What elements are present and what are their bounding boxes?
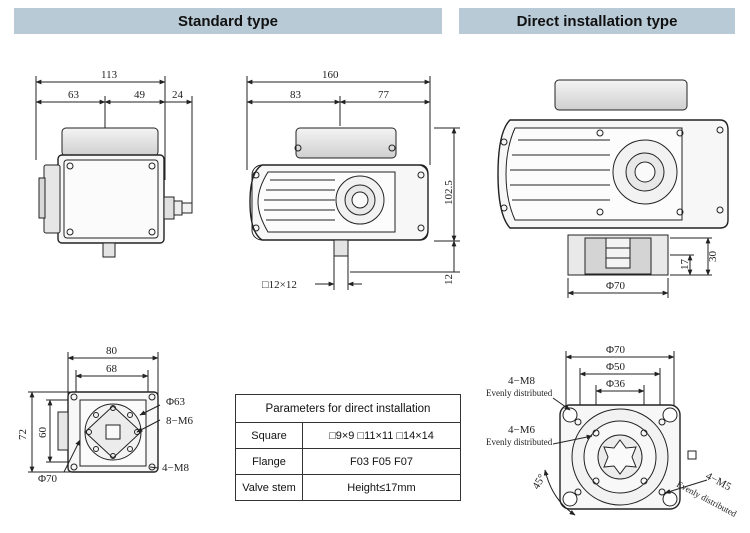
table-row: Valve stem Height≤17mm: [235, 474, 461, 501]
standard-front-view: [35, 76, 193, 258]
direct-type-title: Direct installation type: [516, 12, 678, 30]
dim-68: 68: [106, 363, 118, 375]
param-label-flange: Flange: [235, 448, 303, 475]
direct-side-view: [497, 79, 729, 298]
note-m8-evenly: Evenly distributed: [486, 388, 553, 398]
label-45-deg: 45°: [530, 472, 548, 491]
label-phi70-side: Φ70: [606, 280, 626, 292]
label-4-m8: 4−M8: [162, 462, 189, 474]
label-8-m6: 8−M6: [166, 415, 193, 427]
standard-front-dims: 113 63 49 24: [68, 69, 184, 101]
label-4-m5-direct: 4−M5: [704, 470, 734, 493]
table-row: Flange F03 F05 F07: [235, 448, 461, 475]
label-phi70-flange: Φ70: [606, 344, 626, 356]
standard-type-title: Standard type: [177, 12, 279, 30]
parameters-title: Parameters for direct installation: [235, 394, 461, 423]
dim-72: 72: [17, 429, 29, 440]
dim-83: 83: [290, 89, 302, 101]
table-row: Square □9×9 □11×11 □14×14: [235, 422, 461, 449]
direct-side-dims: Φ70 17 30: [606, 251, 719, 293]
standard-bottom-view: [28, 352, 161, 473]
note-m6-evenly: Evenly distributed: [486, 437, 553, 447]
dim-160: 160: [322, 69, 339, 81]
square-12x12: □12×12: [262, 279, 297, 291]
direct-flange-view: [543, 351, 708, 516]
param-label-square: Square: [235, 422, 303, 449]
dim-80: 80: [106, 345, 118, 357]
label-phi63: Φ63: [166, 396, 186, 408]
dim-102-5: 102.5: [443, 180, 455, 205]
dim-30: 30: [707, 251, 719, 263]
dim-63: 63: [68, 89, 80, 101]
label-4-m6-direct: 4−M6: [508, 424, 535, 436]
dim-17: 17: [679, 259, 691, 271]
param-value-flange: F03 F05 F07: [302, 448, 461, 475]
label-phi36: Φ36: [606, 378, 626, 390]
param-label-valve-stem: Valve stem: [235, 474, 303, 501]
direct-type-header: Direct installation type: [459, 8, 735, 34]
dim-12: 12: [443, 274, 455, 285]
label-4-m8-direct: 4−M8: [508, 375, 535, 387]
standard-side-view: [246, 76, 460, 290]
param-value-square: □9×9 □11×11 □14×14: [302, 422, 461, 449]
dim-24: 24: [172, 89, 184, 101]
dim-60: 60: [37, 427, 49, 439]
standard-type-header: Standard type: [14, 8, 442, 34]
label-phi50: Φ50: [606, 361, 626, 373]
label-phi70: Φ70: [38, 473, 58, 485]
param-value-valve-stem: Height≤17mm: [302, 474, 461, 501]
standard-bottom-dims: 80 68 72 60 Φ63 8−M6 Φ70 4−M8: [17, 345, 193, 485]
standard-side-dims: 160 83 77 102.5 12 □12×12: [262, 69, 455, 291]
dim-77: 77: [378, 89, 390, 101]
dim-49: 49: [134, 89, 146, 101]
dim-113: 113: [101, 69, 118, 81]
parameters-table: Parameters for direct installation Squar…: [235, 394, 461, 501]
